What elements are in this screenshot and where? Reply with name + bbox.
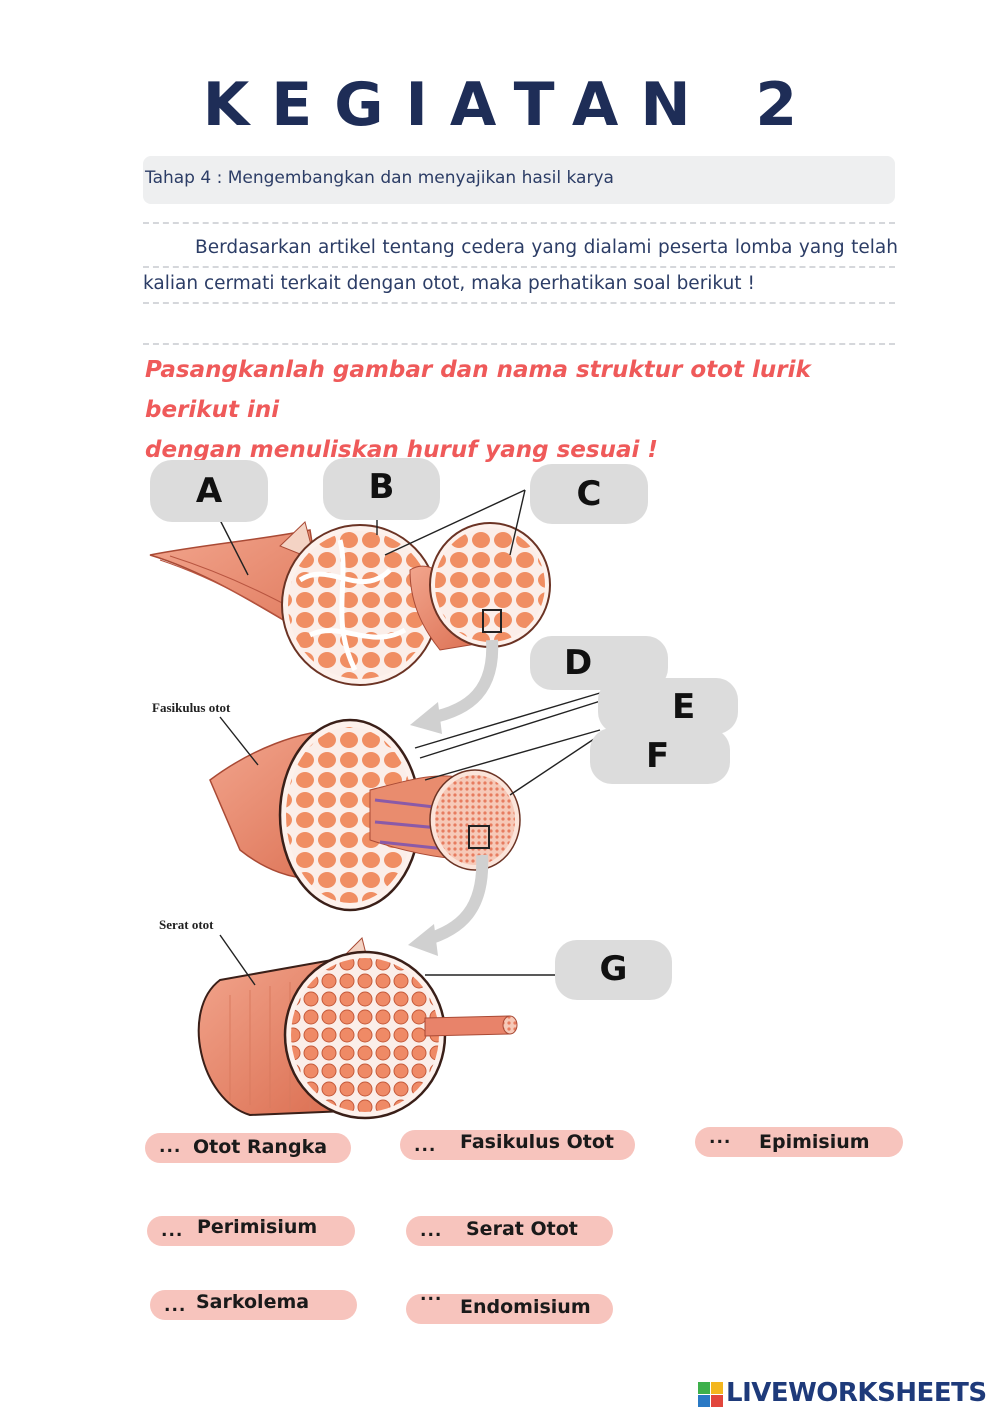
liveworksheets-brand: LIVEWORKSHEETS [698,1378,998,1412]
arrow-down-2 [423,854,489,946]
leader-lines [219,489,611,986]
answer-label: Perimisium [197,1216,318,1238]
label-box-e: E [598,678,738,734]
answer-input-blank[interactable]: ... [159,1137,182,1157]
answer-sarkolema: ... Sarkolema [150,1290,357,1320]
answer-label: Epimisium [759,1131,870,1153]
answer-input-blank[interactable]: ... [420,1221,443,1241]
brand-text: LIVEWORKSHEETS [726,1378,987,1408]
liveworksheets-logo-icon [698,1382,724,1408]
instruction-text: Pasangkanlah gambar dan nama struktur ot… [145,350,905,470]
label-box-b: B [323,458,440,520]
caption-fiber: Serat otot [159,917,214,932]
whole-muscle-drawing [149,521,551,686]
answer-label: Endomisium [460,1296,591,1318]
answer-serat-otot: ... Serat Otot [406,1216,613,1246]
label-box-c: C [530,464,648,524]
answer-input-blank[interactable]: ... [164,1296,187,1316]
fascicle-drawing [209,718,521,912]
divider [143,343,895,345]
intro-paragraph: Berdasarkan artikel tentang cedera yang … [143,237,898,294]
muscle-fiber-drawing [197,937,518,1120]
answer-label: Sarkolema [196,1291,310,1313]
divider [143,222,895,224]
answer-endomisium: ... Endomisium [406,1285,613,1324]
answer-otot-rangka: ... Otot Rangka [145,1133,351,1163]
answer-input-blank[interactable]: ... [161,1221,184,1241]
muscle-structure-illustration [149,489,611,1120]
answer-label: Fasikulus Otot [460,1131,615,1153]
answer-input-blank[interactable]: ... [414,1136,437,1156]
divider [143,302,895,304]
caption-fascicle: Fasikulus otot [152,700,231,715]
arrow-down-1 [428,639,499,724]
label-box-a: A [150,460,268,522]
answer-perimisium: ... Perimisium [147,1216,355,1246]
answer-label: Serat Otot [466,1218,578,1240]
page-title: KEGIATAN 2 [202,70,820,140]
answer-fasikulus-otot: ... Fasikulus Otot [400,1130,635,1160]
instruction-line-1: Pasangkanlah gambar dan nama struktur ot… [145,357,811,423]
answer-label: Otot Rangka [193,1136,328,1158]
answer-input-blank[interactable]: ... [709,1128,732,1148]
divider [143,266,895,268]
label-box-f: F [590,728,730,784]
answer-epimisium: ... Epimisium [695,1127,903,1157]
label-box-g: G [555,940,672,1000]
stage-banner: Tahap 4 : Mengembangkan dan menyajikan h… [143,156,895,204]
answer-input-blank[interactable]: ... [420,1285,443,1305]
